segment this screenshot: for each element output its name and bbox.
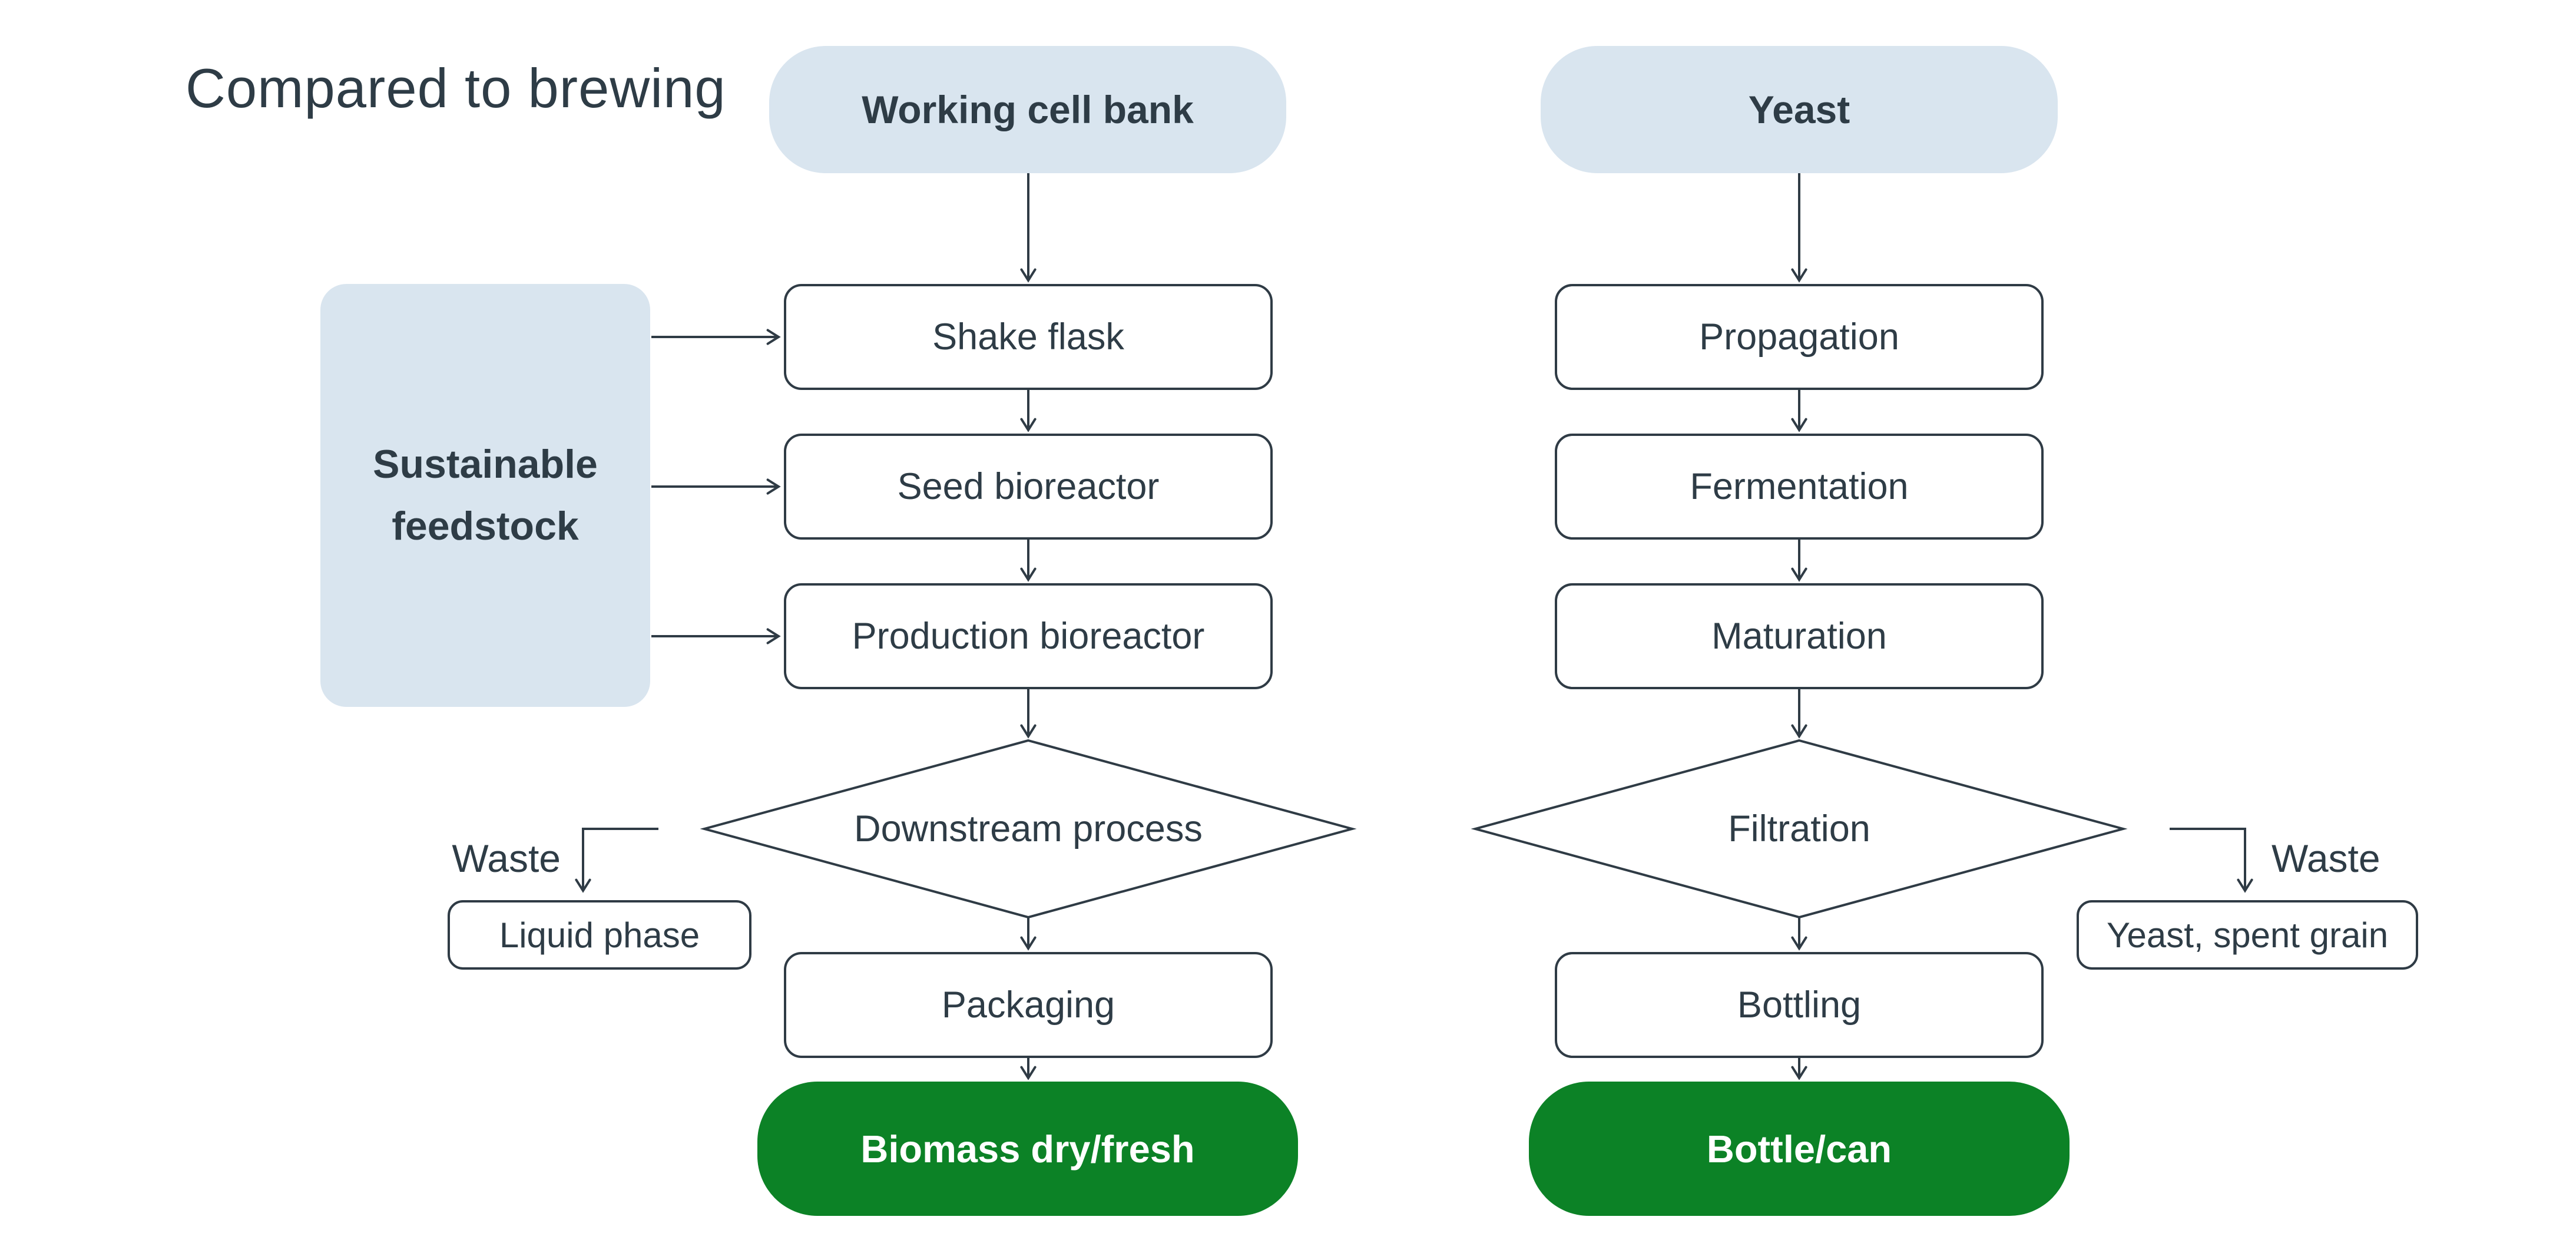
page-title: Compared to brewing bbox=[186, 57, 726, 119]
node-label: Bottle/can bbox=[1706, 1127, 1892, 1171]
node-bottling: Bottling bbox=[1555, 952, 2044, 1058]
node-label: Downstream process bbox=[854, 808, 1203, 849]
waste-elbow-arrow bbox=[2170, 828, 2253, 893]
node-label: Fermentation bbox=[1690, 466, 1909, 507]
node-label: Packaging bbox=[941, 984, 1115, 1026]
node-bottle-can-output: Bottle/can bbox=[1529, 1082, 2070, 1216]
waste-label-right: Waste bbox=[2272, 837, 2380, 880]
node-label: Yeast, spent grain bbox=[2106, 915, 2389, 955]
node-filtration: Filtration bbox=[1534, 799, 2064, 858]
node-label: Liquid phase bbox=[499, 915, 700, 955]
node-packaging: Packaging bbox=[784, 952, 1273, 1058]
node-maturation: Maturation bbox=[1555, 583, 2044, 689]
node-biomass-output: Biomass dry/fresh bbox=[757, 1082, 1298, 1216]
node-shake-flask: Shake flask bbox=[784, 284, 1273, 390]
node-propagation: Propagation bbox=[1555, 284, 2044, 390]
node-label: Biomass dry/fresh bbox=[860, 1127, 1195, 1171]
node-label: Propagation bbox=[1699, 316, 1899, 358]
waste-label-left: Waste bbox=[452, 837, 561, 880]
node-seed-bioreactor: Seed bioreactor bbox=[784, 434, 1273, 540]
node-downstream-process: Downstream process bbox=[763, 799, 1293, 858]
node-label: Yeast bbox=[1748, 88, 1850, 131]
node-working-cell-bank: Working cell bank bbox=[769, 46, 1286, 173]
feedstock-arrows bbox=[651, 329, 781, 644]
node-label: Bottling bbox=[1737, 984, 1862, 1026]
node-label: Filtration bbox=[1728, 808, 1870, 849]
waste-elbow-arrows bbox=[575, 828, 2253, 893]
node-label: Production bioreactor bbox=[852, 616, 1205, 657]
node-sustainable-feedstock: Sustainable feedstock bbox=[320, 284, 650, 707]
waste-elbow-arrow bbox=[575, 828, 658, 893]
node-label: Seed bioreactor bbox=[897, 466, 1160, 507]
node-label: Maturation bbox=[1711, 616, 1887, 657]
node-liquid-phase: Liquid phase bbox=[448, 900, 751, 970]
node-label: Shake flask bbox=[932, 316, 1124, 358]
node-yeast: Yeast bbox=[1541, 46, 2058, 173]
node-yeast-spent-grain: Yeast, spent grain bbox=[2077, 900, 2418, 970]
node-label: Working cell bank bbox=[862, 88, 1194, 131]
node-label: Sustainable feedstock bbox=[373, 441, 598, 548]
node-fermentation: Fermentation bbox=[1555, 434, 2044, 540]
node-production-bioreactor: Production bioreactor bbox=[784, 583, 1273, 689]
